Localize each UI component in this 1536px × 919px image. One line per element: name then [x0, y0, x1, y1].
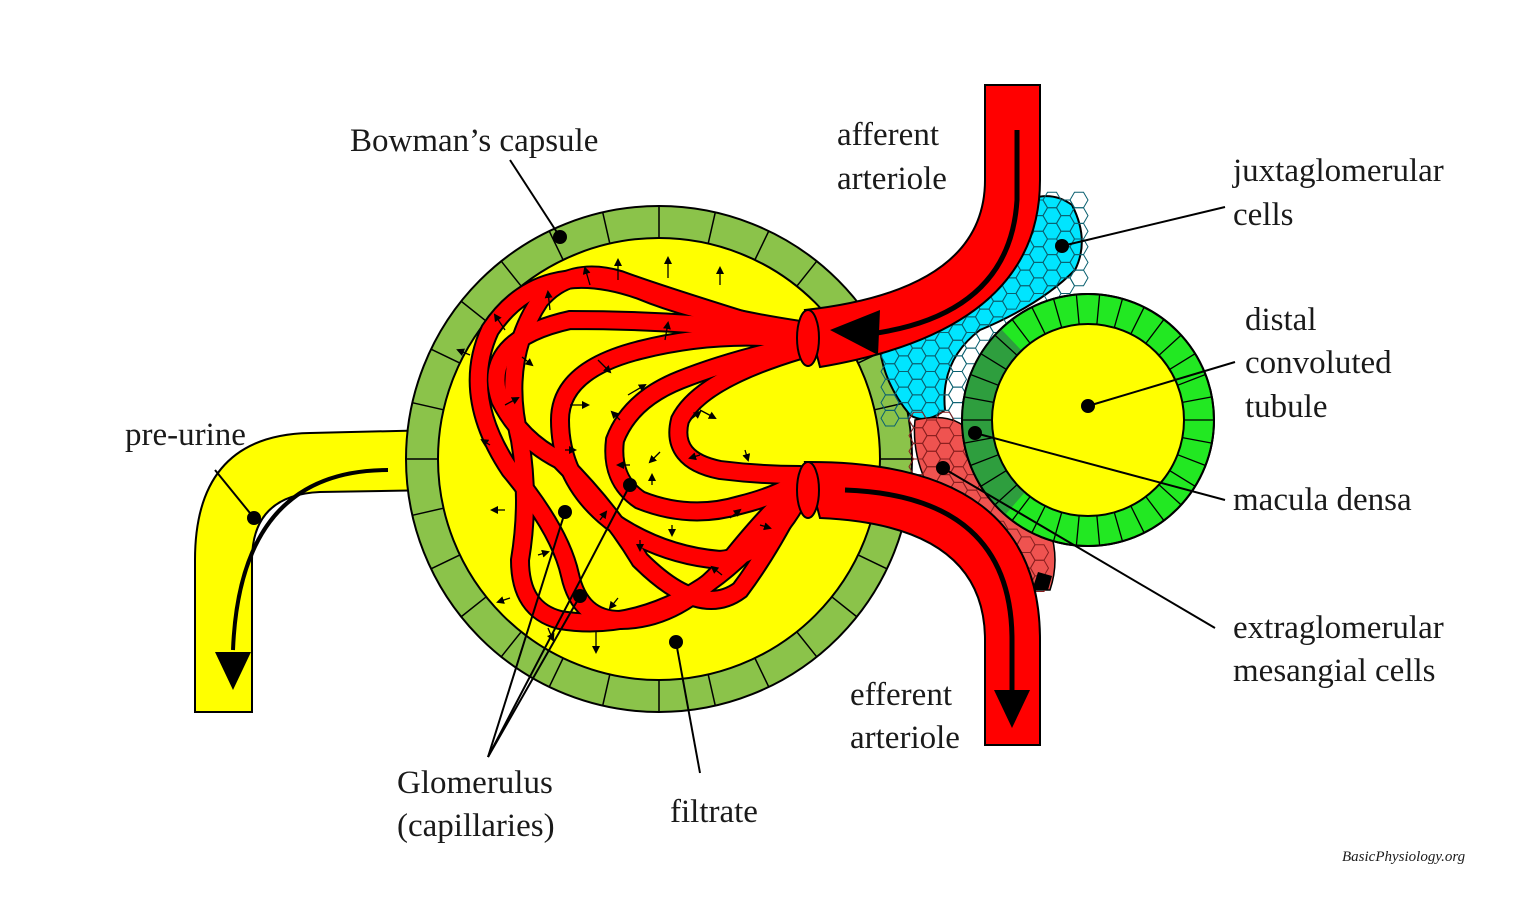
distal-convoluted-tubule [961, 293, 1215, 547]
glomerulus-label-line2: (capillaries) [397, 808, 555, 844]
leader-lines [214, 159, 1236, 774]
extraglomerular-label-line2: mesangial cells [1233, 653, 1436, 689]
extraglomerular-label-line1: extraglomerular [1233, 610, 1444, 646]
pre-urine-label: pre-urine [125, 417, 246, 453]
distal-label-line3: tubule [1245, 389, 1327, 425]
efferent-label-line2: arteriole [850, 720, 960, 756]
afferent-arteriole [803, 84, 1041, 369]
juxtaglomerular-cells [878, 191, 1089, 427]
distal-label-line1: distal [1245, 302, 1317, 338]
bowmans-capsule [405, 205, 913, 713]
juxtaglomerular-label-line2: cells [1233, 197, 1293, 233]
glomerulus-capillaries [456, 256, 820, 654]
efferent-label-line1: efferent [850, 677, 952, 713]
glomerulus-label-line1: Glomerulus [397, 765, 553, 801]
filtrate-label: filtrate [670, 794, 758, 830]
distal-label-line2: convoluted [1245, 345, 1392, 381]
juxtaglomerular-label-line1: juxtaglomerular [1232, 153, 1444, 189]
bowmans-capsule-label: Bowman’s capsule [350, 123, 598, 159]
afferent-label-line2: arteriole [837, 161, 947, 197]
macula-densa-label: macula densa [1233, 482, 1412, 518]
credit-text: BasicPhysiology.org [1342, 849, 1466, 865]
afferent-label-line1: afferent [837, 117, 939, 153]
efferent-arteriole [803, 460, 1041, 746]
